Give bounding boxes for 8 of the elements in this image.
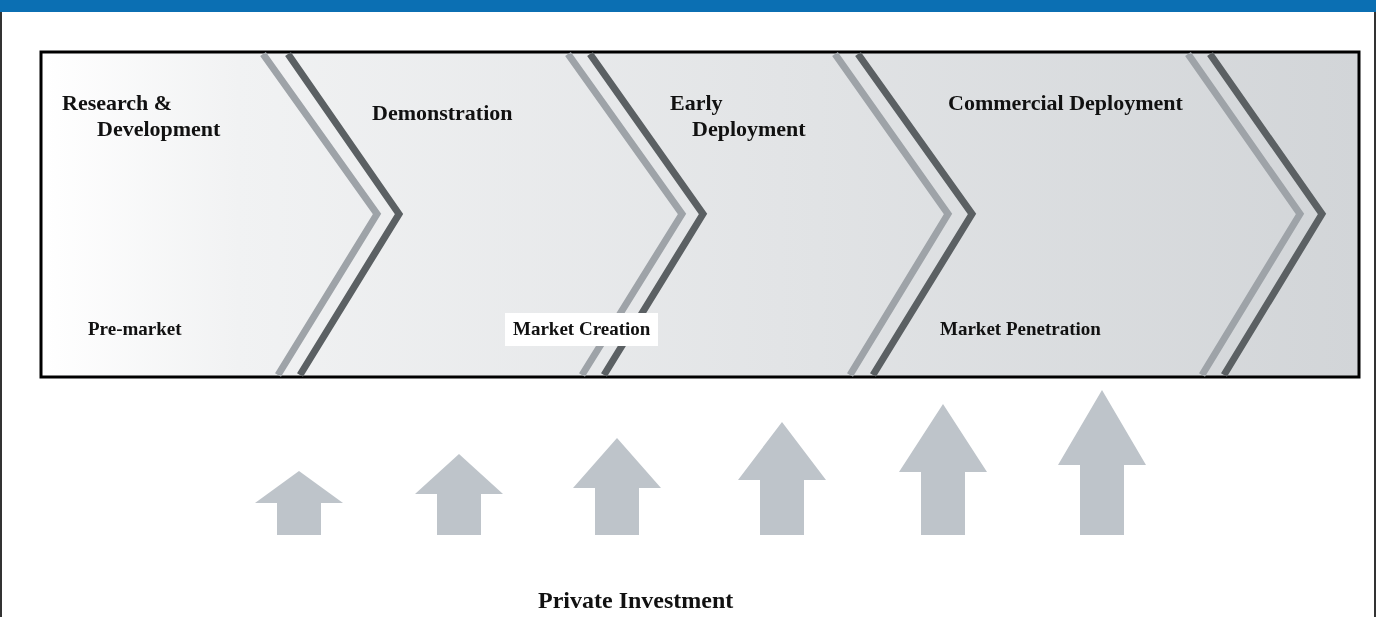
investment-label: Private Investment	[538, 586, 735, 615]
market-phase-label: Market Creation	[505, 313, 659, 346]
stage-title: Early Deployment	[670, 90, 807, 143]
market-phase-label: Pre-market	[88, 318, 183, 341]
market-phase-label: Market Penetration	[940, 318, 1102, 341]
stage-title: Research & Development	[62, 90, 222, 143]
stage-title: Demonstration	[372, 100, 514, 127]
stage-title: Commercial Deployment	[948, 90, 1184, 117]
